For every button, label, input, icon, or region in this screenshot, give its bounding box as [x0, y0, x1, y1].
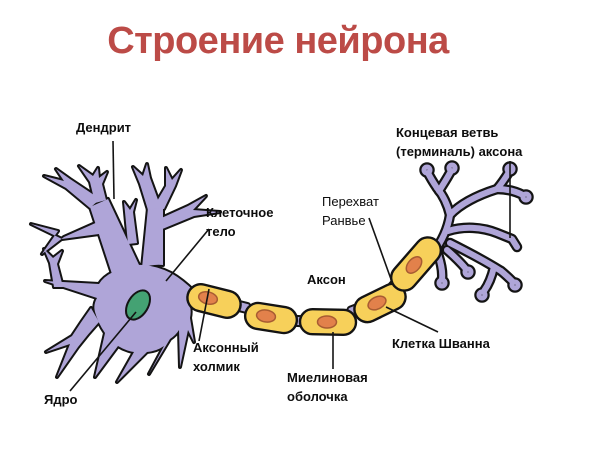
pointer-line-schwann — [385, 306, 439, 333]
label-myelin-sheath: Миелиновая оболочка — [287, 370, 368, 404]
label-nucleus: Ядро — [44, 392, 78, 407]
terminal-arbor — [425, 166, 529, 298]
myelin-segments — [186, 236, 443, 336]
dendrite-tree-and-soma — [29, 162, 222, 384]
page-title: Строение нейрона — [107, 20, 449, 62]
label-ranvier-node: Перехват Ранвье — [322, 194, 379, 228]
label-terminal-branch: Концевая ветвь (терминаль) аксона — [396, 125, 523, 159]
pointer-line-cell-body — [165, 228, 210, 282]
label-axon: Аксон — [307, 272, 346, 287]
pointer-lines — [69, 140, 511, 392]
label-dendrite: Дендрит — [76, 120, 132, 135]
pointer-line-ranvier — [368, 217, 393, 283]
pointer-line-dendrite — [112, 140, 115, 200]
pointer-line-nucleus — [69, 311, 137, 392]
pointer-line-axon-hillock — [198, 288, 210, 342]
label-schwann-cell: Клетка Шванна — [392, 336, 490, 351]
label-cell-body: Клеточное тело — [206, 205, 274, 239]
label-axon-hillock: Аксонный холмик — [193, 340, 259, 374]
